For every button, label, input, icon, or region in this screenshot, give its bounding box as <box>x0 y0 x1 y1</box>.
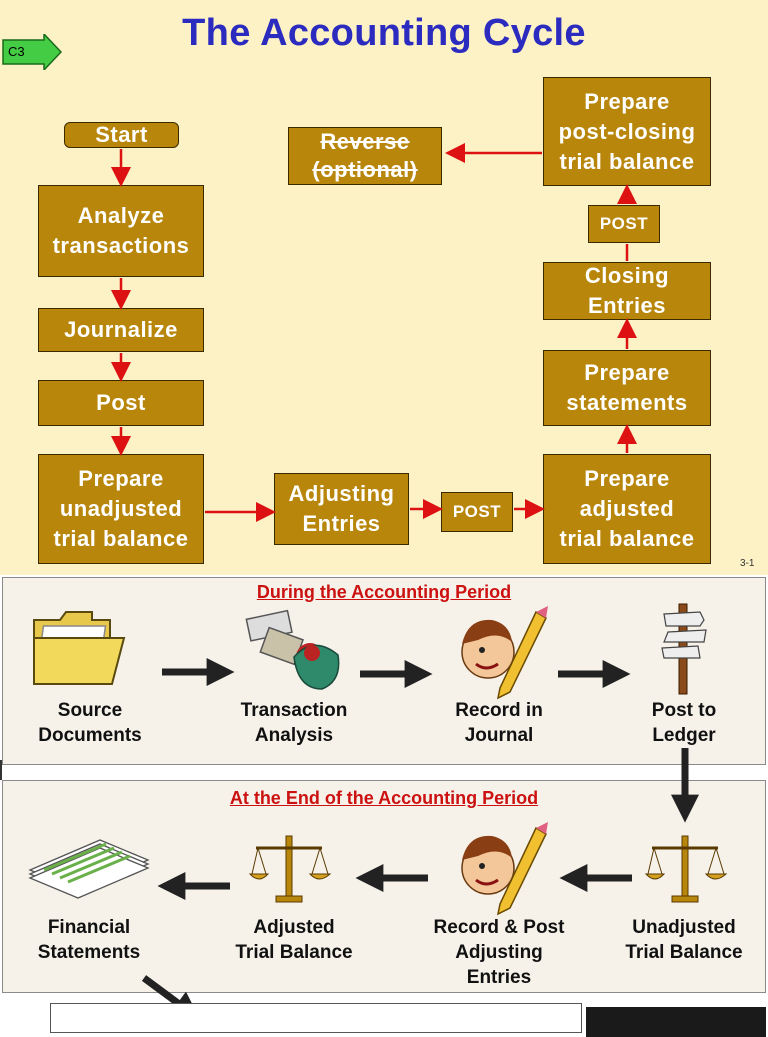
slide-title: The Accounting Cycle <box>182 12 586 54</box>
step-post-to-ledger: Post to Ledger <box>651 700 717 746</box>
step-record-post-adjusting: Record & Post Adjusting Entries <box>433 917 565 988</box>
prepare-adjusted-trial-balance-box: Prepare adjusted trial balance <box>543 454 711 564</box>
closing-entries-box: Closing Entries <box>543 262 711 320</box>
prepare-unadjusted-trial-balance-box: Prepare unadjusted trial balance <box>38 454 204 564</box>
badge-label: C3 <box>8 44 25 59</box>
next-section-box <box>50 1003 582 1033</box>
c3-arrow-badge-icon <box>2 34 62 70</box>
step-adjusted-trial-balance: Adjusted Trial Balance <box>235 917 353 963</box>
step-record-in-journal: Record in Journal <box>455 700 543 746</box>
adjusting-entries-box: Adjusting Entries <box>274 473 409 545</box>
step-financial-statements: Financial Statements <box>37 917 141 963</box>
prepare-statements-box: Prepare statements <box>543 350 711 426</box>
step-unadjusted-trial-balance: Unadjusted Trial Balance <box>625 917 743 963</box>
post-tag-closing: POST <box>588 205 660 243</box>
end-period-title: At the End of the Accounting Period <box>229 788 539 808</box>
next-section-dark-box <box>586 1007 766 1037</box>
analyze-transactions-box: Analyze transactions <box>38 185 204 277</box>
step-source-documents: Source Documents <box>38 700 142 746</box>
start-box: Start <box>64 122 179 148</box>
post-box: Post <box>38 380 204 426</box>
page-number: 3-1 <box>740 558 755 569</box>
prepare-post-closing-trial-balance-box: Prepare post-closing trial balance <box>543 77 711 186</box>
post-tag-adjusting: POST <box>441 492 513 532</box>
accounting-cycle-slide: The Accounting Cycle C3 Start Analyze tr… <box>0 0 768 575</box>
panel-divider <box>0 760 2 780</box>
step-transaction-analysis: Transaction Analysis <box>240 700 348 746</box>
during-period-title: During the Accounting Period <box>256 582 512 602</box>
journalize-box: Journalize <box>38 308 204 352</box>
reverse-optional-box: Reverse (optional) <box>288 127 442 185</box>
